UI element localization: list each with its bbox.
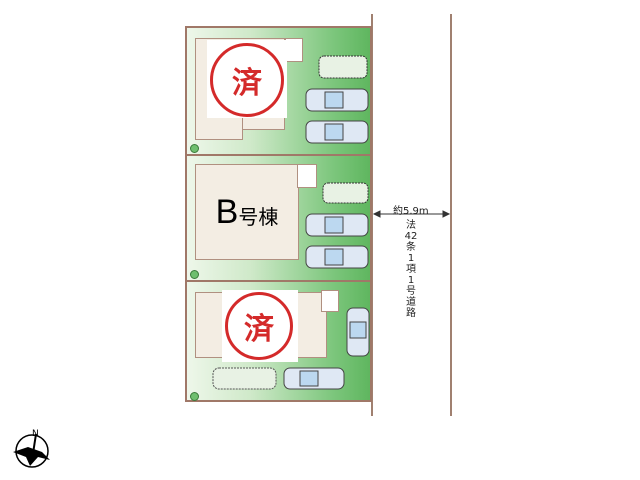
building-suffix: 号棟 xyxy=(238,204,279,229)
porch xyxy=(321,290,339,312)
car-compact-outline xyxy=(318,55,368,79)
compass-icon xyxy=(13,433,50,468)
car xyxy=(305,213,369,237)
porch xyxy=(297,164,317,188)
road-type-label: 法42条1項1号道路 xyxy=(404,220,418,319)
tree-icon xyxy=(190,144,199,153)
car xyxy=(346,307,370,357)
car xyxy=(283,367,345,390)
car xyxy=(305,120,369,144)
car xyxy=(305,88,369,112)
road-width-label: 約5.9m xyxy=(393,206,429,217)
sold-label: 済 xyxy=(244,312,274,347)
tree-icon xyxy=(190,270,199,279)
road-left-edge xyxy=(371,14,373,416)
car-outline xyxy=(212,367,277,390)
sold-stamp: 済 xyxy=(225,292,293,360)
sold-label: 済 xyxy=(232,66,262,101)
building-letter: B xyxy=(215,192,239,231)
car-compact-outline xyxy=(322,182,369,204)
tree-icon xyxy=(190,392,199,401)
road-width-arrow xyxy=(372,210,451,218)
building: B 号棟 xyxy=(195,164,299,260)
compass-north-label: N xyxy=(32,429,39,439)
sold-stamp: 済 xyxy=(210,43,284,117)
car xyxy=(305,245,369,269)
building-annex xyxy=(195,118,243,140)
road-right-edge xyxy=(450,14,452,416)
